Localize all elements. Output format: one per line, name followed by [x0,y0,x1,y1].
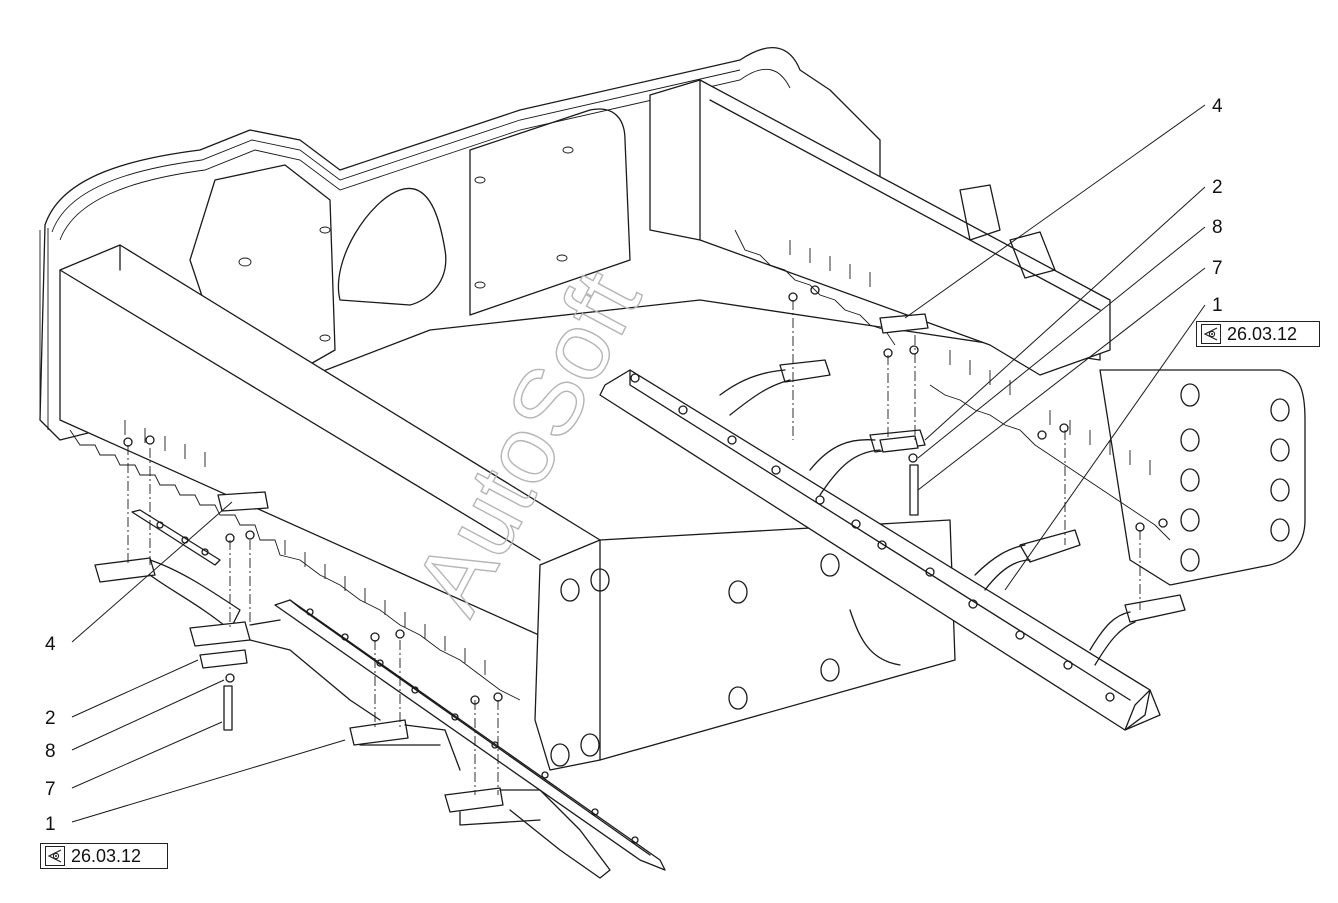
view-arrow-icon [45,846,65,866]
frame-front-box [534,519,956,771]
callout-7-left: 7 [45,779,56,800]
left-brackets [94,557,611,879]
callout-4-left: 4 [45,634,56,655]
alignment-lines [127,300,1141,795]
frame-window-left [189,164,336,371]
reference-text-right: 26.03.12 [1227,323,1298,344]
left-cutting-edge [274,599,666,871]
frame-window-panel [469,108,631,316]
left-rail-teeth [69,420,521,701]
callout-1-left: 1 [45,814,56,835]
reference-link-left[interactable]: 26.03.12 [40,843,168,869]
right-rail-teeth [734,229,1171,541]
callout-8-right: 8 [1212,217,1223,238]
callout-1-right: 1 [1212,295,1223,316]
callout-8-left: 8 [45,741,56,762]
reference-link-right[interactable]: 26.03.12 [1196,321,1320,347]
callout-labels: 4 2 8 7 1 4 2 8 7 1 [45,96,1223,835]
right-cutting-edge [599,369,1161,731]
right-edge-bolts [630,373,1115,702]
frame-right-end-plate [1099,369,1306,586]
nuts [123,285,1168,705]
frame-right-rail [649,79,1111,376]
left-small-edge [131,509,221,566]
callout-2-right: 2 [1212,177,1223,198]
callout-2-left: 2 [45,708,56,729]
frame-window-triangle [337,187,447,306]
callout-4-right: 4 [1212,96,1223,117]
reference-text-left: 26.03.12 [71,845,142,866]
right-shim-and-hardware [879,313,929,516]
view-arrow-icon [1201,324,1221,344]
right-brackets [719,359,1186,666]
leader-lines [71,104,1206,823]
left-shim-and-hardware [199,491,269,731]
callout-7-right: 7 [1212,258,1223,279]
